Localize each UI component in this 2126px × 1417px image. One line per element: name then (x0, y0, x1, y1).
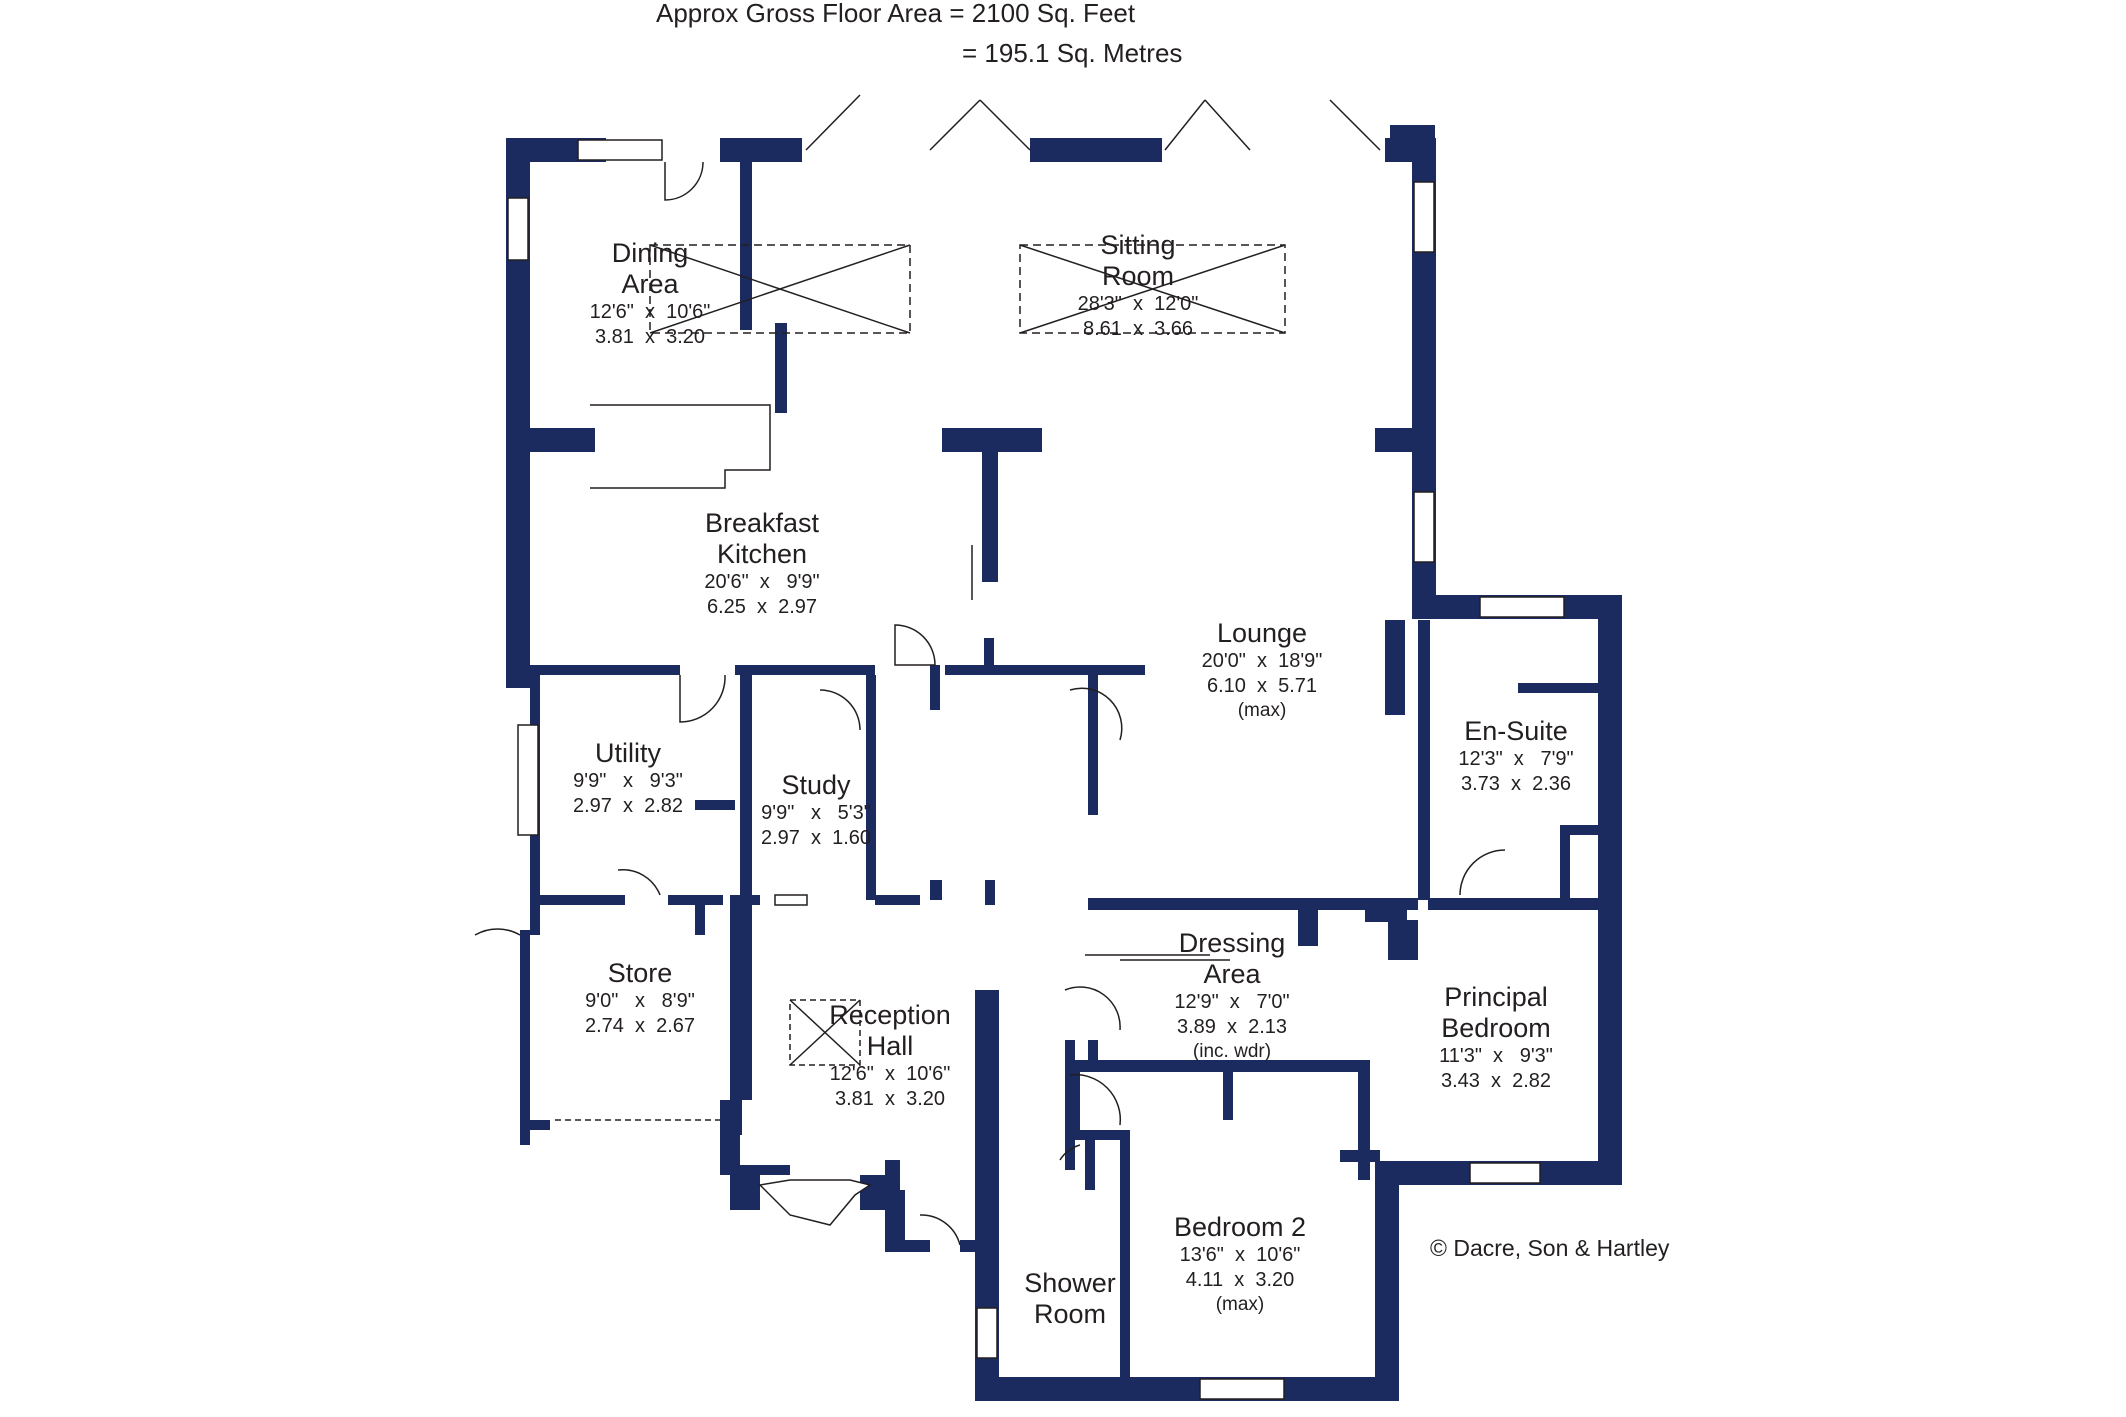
room-name: Dining Area (611, 238, 689, 299)
fixtures (474, 94, 1506, 1246)
room-name: Sitting Room (1100, 230, 1176, 291)
room-metric: 3.81 x 3.20 (834, 1088, 946, 1110)
room-name: Dressing Area (1178, 928, 1286, 989)
room-store: Store 9'0" x 8'9" 2.74 x 2.67 (585, 958, 695, 1039)
room-note: (max) (1237, 700, 1287, 721)
windows (507, 139, 1565, 1400)
room-imperial: 9'9" x 9'3" (573, 770, 683, 792)
room-name: Bedroom 2 (1173, 1212, 1307, 1242)
room-imperial: 12'6" x 10'6" (589, 301, 711, 323)
room-metric: 3.73 x 2.36 (1460, 773, 1572, 795)
room-imperial: 12'3" x 7'9" (1458, 748, 1574, 770)
room-imperial: 12'6" x 10'6" (829, 1063, 951, 1085)
room-dressing: Dressing Area 12'9" x 7'0" 3.89 x 2.13 (… (1174, 928, 1289, 1064)
room-study: Study 9'9" x 5'3" 2.97 x 1.60 (761, 770, 871, 851)
room-imperial: 12'9" x 7'0" (1174, 991, 1290, 1013)
room-metric: 3.43 x 2.82 (1440, 1070, 1552, 1092)
room-metric: 3.89 x 2.13 (1176, 1016, 1288, 1038)
room-imperial: 13'6" x 10'6" (1179, 1244, 1301, 1266)
room-name: Principal Bedroom (1441, 982, 1551, 1043)
room-imperial: 9'0" x 8'9" (585, 990, 695, 1012)
room-metric: 4.11 x 3.20 (1185, 1269, 1295, 1291)
room-metric: 6.10 x 5.71 (1206, 675, 1318, 697)
room-note: (inc. wdr) (1192, 1041, 1272, 1062)
room-imperial: 28'3" x 12'0" (1077, 293, 1199, 315)
room-bedroom2: Bedroom 2 13'6" x 10'6" 4.11 x 3.20 (max… (1174, 1212, 1306, 1317)
room-lounge: Lounge 20'0" x 18'9" 6.10 x 5.71 (max) (1202, 618, 1323, 723)
room-kitchen: Breakfast Kitchen 20'6" x 9'9" 6.25 x 2.… (704, 508, 819, 620)
room-reception: Reception Hall 12'6" x 10'6" 3.81 x 3.20 (829, 1000, 951, 1112)
area-sqm: = 195.1 Sq. Metres (962, 38, 1183, 68)
room-metric: 8.61 x 3.66 (1082, 318, 1194, 340)
area-sqft: Approx Gross Floor Area = 2100 Sq. Feet (656, 0, 1136, 28)
room-name: Lounge (1216, 618, 1308, 648)
room-metric: 3.81 x 3.20 (594, 326, 706, 348)
room-name: Reception Hall (829, 1000, 951, 1061)
room-imperial: 9'9" x 5'3" (761, 802, 871, 824)
room-name: Utility (594, 738, 661, 768)
room-imperial: 11'3" x 9'3" (1439, 1045, 1553, 1067)
room-name: Store (607, 958, 673, 988)
room-metric: 2.97 x 2.82 (572, 795, 684, 817)
room-name: En-Suite (1464, 716, 1568, 746)
room-imperial: 20'6" x 9'9" (704, 571, 820, 593)
room-metric: 6.25 x 2.97 (706, 596, 818, 618)
room-sitting: Sitting Room 28'3" x 12'0" 8.61 x 3.66 (1078, 230, 1199, 342)
room-note: (max) (1215, 1294, 1265, 1315)
room-shower: Shower Room (1024, 1268, 1116, 1330)
room-name: Study (781, 770, 851, 800)
room-ensuite: En-Suite 12'3" x 7'9" 3.73 x 2.36 (1458, 716, 1573, 797)
room-dining: Dining Area 12'6" x 10'6" 3.81 x 3.20 (590, 238, 711, 350)
bay-window (758, 1179, 872, 1226)
room-name: Breakfast Kitchen (704, 508, 820, 569)
copyright: © Dacre, Son & Hartley (1430, 1235, 1670, 1261)
room-metric: 2.97 x 1.60 (760, 827, 872, 849)
room-utility: Utility 9'9" x 9'3" 2.97 x 2.82 (573, 738, 683, 819)
room-name: Shower Room (1024, 1268, 1116, 1329)
room-metric: 2.74 x 2.67 (584, 1015, 696, 1037)
room-imperial: 20'0" x 18'9" (1201, 650, 1323, 672)
room-principal: Principal Bedroom 11'3" x 9'3" 3.43 x 2.… (1439, 982, 1553, 1094)
